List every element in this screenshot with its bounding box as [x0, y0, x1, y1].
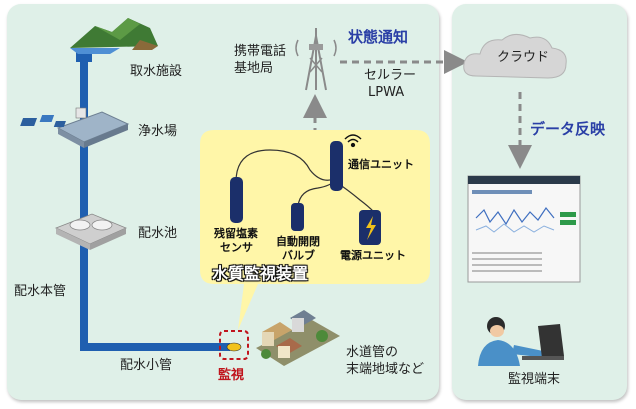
monitor-point: [219, 330, 249, 360]
town-area-icon: [256, 310, 340, 366]
valve-label: 自動開閉 バルブ: [276, 235, 320, 263]
operator-icon: [478, 317, 564, 366]
pipe-end-area-line1: 水道管の: [346, 345, 399, 360]
comm-unit-device: [330, 141, 343, 191]
small-pipe-label: 配水小管: [120, 358, 173, 373]
purification-label: 浄水場: [138, 124, 178, 139]
device-speech-bubble: [200, 130, 430, 330]
intake-label: 取水施設: [130, 64, 183, 79]
device-title: 水質監視装置: [212, 264, 309, 283]
main-pipe-label: 配水本管: [14, 284, 67, 299]
chlorine-sensor-line2: センサ: [220, 240, 253, 254]
base-station-line2: 基地局: [234, 60, 274, 76]
network-label: セルラー LPWA: [364, 68, 416, 102]
monitoring-screen-icon: [467, 175, 581, 283]
status-notice-label: 状態通知: [348, 28, 409, 46]
pipe-end-area-label: 水道管の 末端地域など: [346, 345, 424, 379]
data-reflection-label: データ反映: [530, 120, 606, 138]
valve-device: [291, 203, 304, 231]
distribution-reservoir-icon: [54, 213, 128, 250]
wifi-icon: [344, 134, 362, 148]
monitor-label: 監視: [218, 368, 245, 383]
cell-tower-icon: [295, 28, 337, 91]
power-unit-device: [359, 210, 381, 245]
valve-line1: 自動開閉: [276, 235, 320, 248]
chlorine-sensor-device: [230, 177, 243, 223]
monitor-terminal-label: 監視端末: [508, 372, 561, 387]
power-unit-label: 電源ユニット: [340, 249, 406, 262]
cloud-label: クラウド: [497, 50, 550, 65]
base-station-line1: 携帯電話: [234, 44, 287, 59]
network-line1: セルラー: [364, 68, 417, 83]
purification-plant-icon: [20, 107, 130, 148]
cloud-icon: [463, 34, 567, 79]
comm-unit-label: 通信ユニット: [348, 158, 414, 171]
pipe-end-area-line2: 末端地域など: [346, 361, 425, 377]
intake-facility-icon: [70, 18, 158, 54]
network-line2: LPWA: [368, 84, 405, 100]
chlorine-sensor-line1: 残留塩素: [214, 227, 258, 240]
chlorine-sensor-label: 残留塩素 センサ: [214, 227, 258, 255]
reservoir-label: 配水池: [138, 226, 178, 241]
valve-line2: バルブ: [282, 248, 315, 262]
base-station-label: 携帯電話 基地局: [234, 44, 286, 78]
